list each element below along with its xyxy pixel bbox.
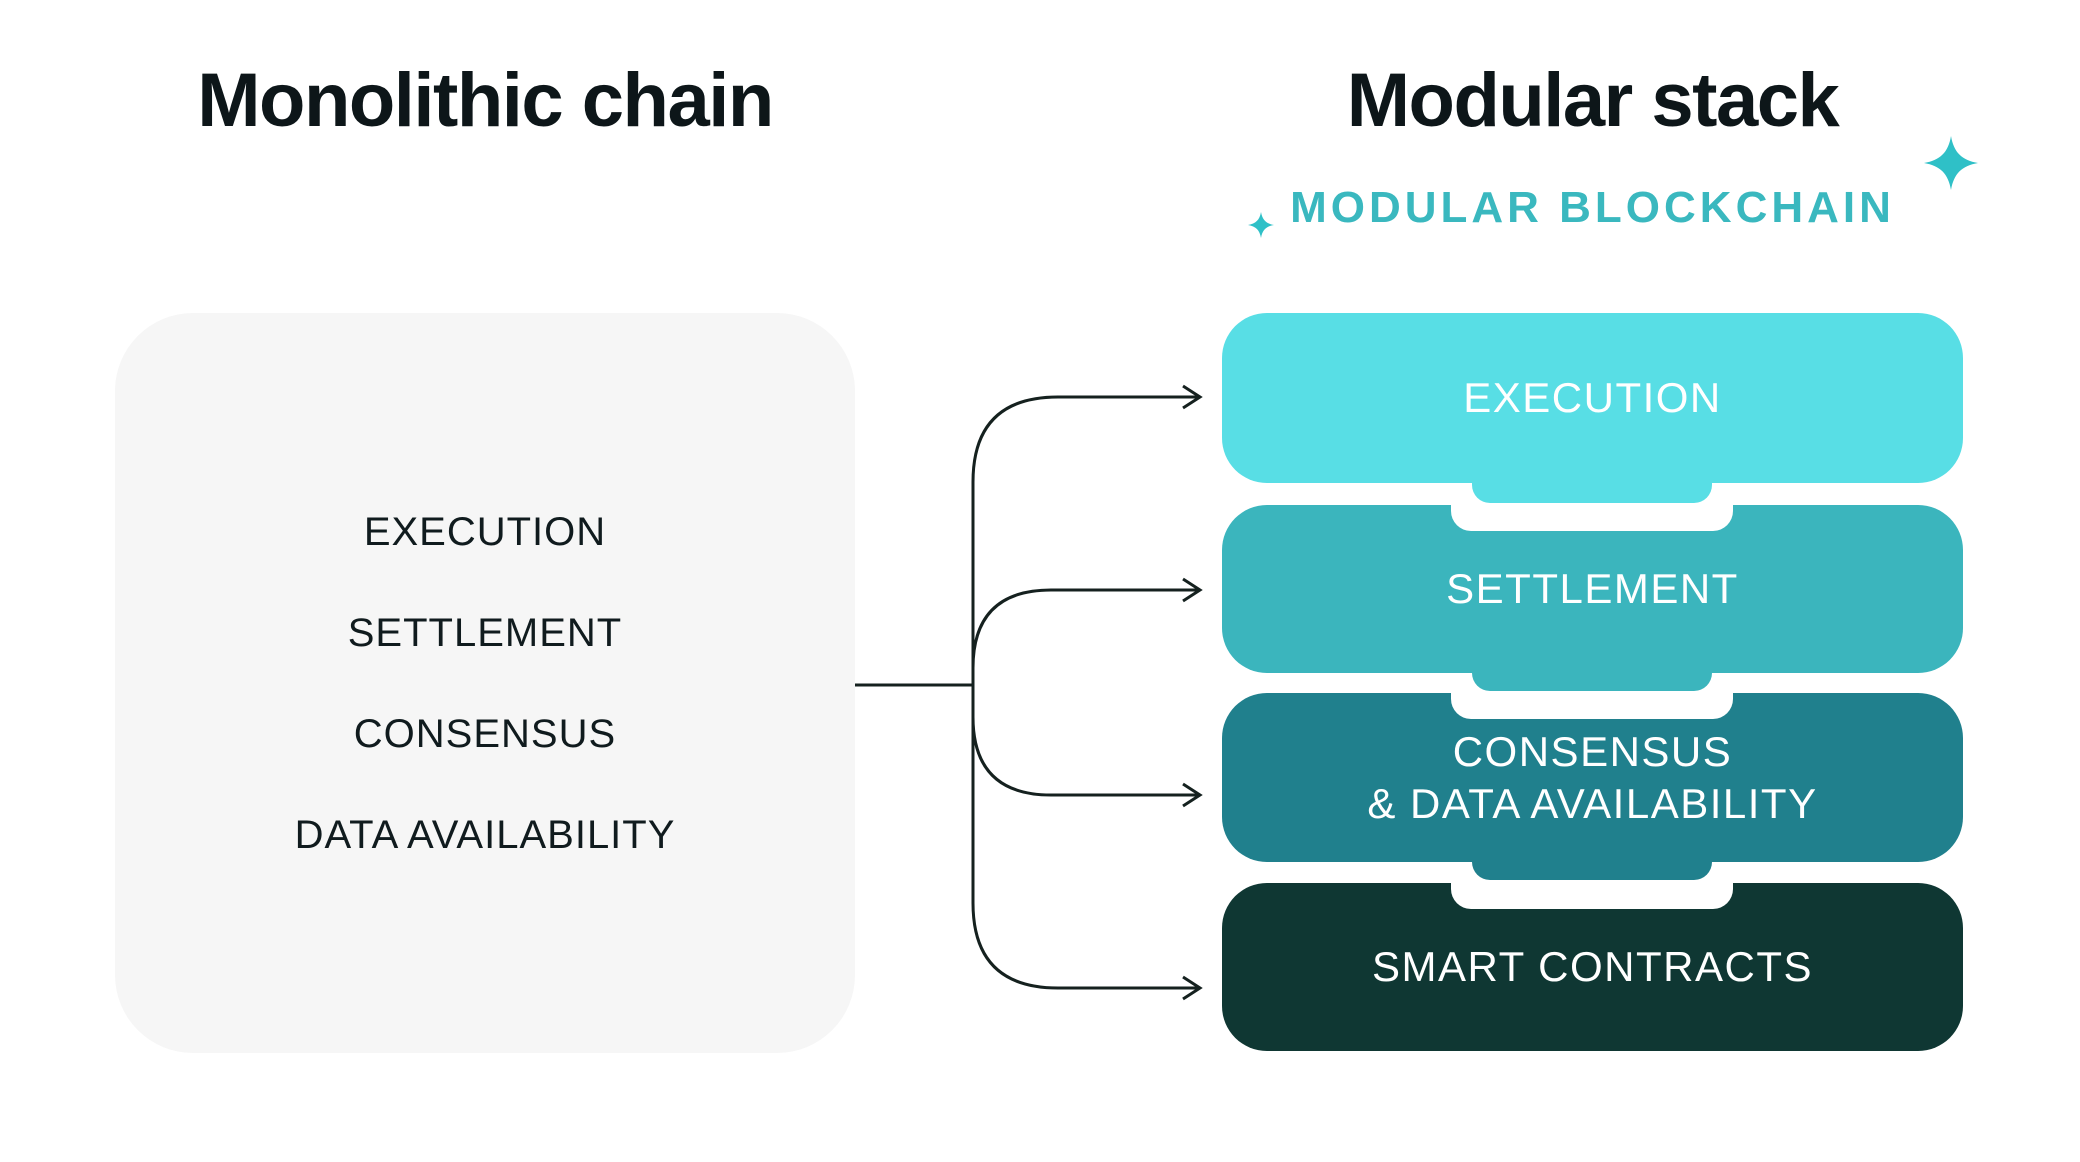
arrow-to-settlement <box>971 588 1198 685</box>
block-label-line: SMART CONTRACTS <box>1372 943 1813 990</box>
notch-smart-contracts <box>1451 881 1733 909</box>
modular-stack-title: Modular stack <box>1346 57 1840 143</box>
notch-consensus <box>1451 691 1733 719</box>
notch-settlement <box>1451 503 1733 531</box>
arrowhead <box>1182 577 1203 603</box>
modular-blockchain-subtitle-row: MODULAR BLOCKCHAIN <box>1222 136 1978 238</box>
mono-item-execution: EXECUTION <box>363 509 607 554</box>
block-label-line: CONSENSUS <box>1452 727 1733 775</box>
tab-execution <box>1472 443 1712 503</box>
monolithic-chain-title: Monolithic chain <box>197 57 774 143</box>
tab-settlement <box>1472 633 1712 691</box>
arrow-to-smart-contracts <box>971 685 1198 990</box>
block-label-smart-contracts: SMART CONTRACTS <box>1222 883 1963 1051</box>
block-label-line: SETTLEMENT <box>1446 565 1739 612</box>
modular-blockchain-label: MODULAR BLOCKCHAIN <box>1290 183 1895 232</box>
mono-item-consensus: CONSENSUS <box>353 711 617 756</box>
sparkle-icon <box>1924 136 1978 190</box>
block-label-line: EXECUTION <box>1463 374 1722 421</box>
mono-item-settlement: SETTLEMENT <box>347 610 623 655</box>
arrow-to-consensus <box>971 685 1198 797</box>
sparkle-icon <box>1248 212 1274 238</box>
mono-item-data-availability: DATA AVAILABILITY <box>294 812 676 857</box>
arrowhead <box>1182 782 1203 808</box>
arrowhead <box>1182 975 1203 1001</box>
arrow-to-execution <box>971 395 1198 685</box>
block-smart-contracts <box>1222 883 1963 1051</box>
monolithic-chain-box: EXECUTION SETTLEMENT CONSENSUS DATA AVAI… <box>115 313 855 1053</box>
block-label-settlement: SETTLEMENT <box>1222 505 1963 673</box>
block-label-execution: EXECUTION <box>1222 313 1963 483</box>
tab-consensus <box>1472 822 1712 880</box>
arrowhead <box>1182 384 1203 410</box>
block-label-line: & DATA AVAILABILITY <box>1367 779 1818 827</box>
block-label-consensus-data-availability: CONSENSUS & DATA AVAILABILITY <box>1222 693 1963 862</box>
